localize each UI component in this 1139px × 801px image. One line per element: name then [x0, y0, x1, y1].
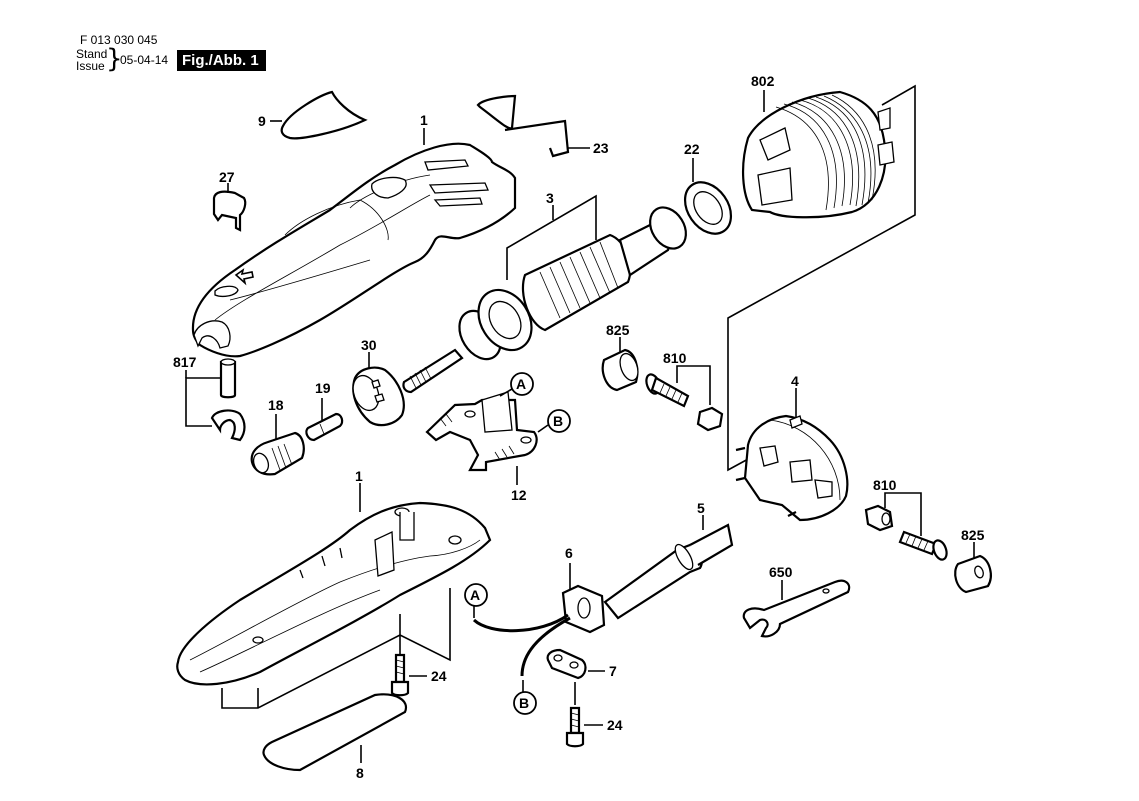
- part-7-cord-clamp[interactable]: [546, 648, 587, 680]
- part-19-collet[interactable]: [305, 412, 344, 442]
- label-9: 9: [258, 113, 266, 129]
- leader-810-a: [676, 365, 711, 405]
- issue-date: 05-04-14: [120, 53, 169, 67]
- label-12: 12: [511, 487, 527, 503]
- label-18: 18: [268, 397, 284, 413]
- leader-810-b: [884, 492, 922, 536]
- assembly-bracket-lower-housing: [221, 588, 451, 709]
- part-30-cap[interactable]: [349, 366, 405, 427]
- leader-3: [506, 194, 597, 280]
- part-1-lower-housing[interactable]: [176, 501, 492, 686]
- part-24-screw-a[interactable]: [390, 653, 410, 697]
- label-23: 23: [593, 140, 609, 156]
- part-810-nut-b[interactable]: [864, 504, 894, 532]
- label-825-b: 825: [961, 527, 985, 543]
- connector-b-brush[interactable]: B: [547, 409, 571, 433]
- issue-label: Issue: [76, 59, 105, 73]
- connector-b-cable-letter: B: [519, 695, 529, 711]
- label-6: 6: [565, 545, 573, 561]
- wire-b: [520, 616, 571, 677]
- label-27: 27: [219, 169, 235, 185]
- wire-a: [472, 613, 569, 633]
- part-817-retaining-clip[interactable]: [210, 409, 246, 442]
- part-27-clip[interactable]: [212, 190, 247, 232]
- part-825-sleeve-b[interactable]: [954, 554, 992, 594]
- stand-label: Stand: [76, 47, 108, 61]
- label-3: 3: [546, 190, 554, 206]
- part-4-end-cap[interactable]: [735, 414, 849, 522]
- label-1-top: 1: [420, 112, 428, 128]
- connector-b-brush-letter: B: [553, 413, 563, 429]
- label-24-a: 24: [431, 668, 447, 684]
- leader-connector-a-brush: [499, 388, 513, 397]
- label-4: 4: [791, 373, 799, 389]
- label-802: 802: [751, 73, 775, 89]
- part-810-nut-a[interactable]: [696, 406, 724, 432]
- label-24-b: 24: [607, 717, 623, 733]
- part-9-grip-insert[interactable]: [280, 90, 368, 140]
- figure-label: Fig./Abb. 1: [177, 50, 266, 71]
- part-22-bearing-ring[interactable]: [676, 174, 741, 243]
- assembly-bracket-802: [727, 84, 916, 472]
- label-1-bottom: 1: [355, 468, 363, 484]
- label-817: 817: [173, 354, 197, 370]
- label-22: 22: [684, 141, 700, 157]
- label-810-a: 810: [663, 350, 687, 366]
- connector-b-cable[interactable]: B: [513, 691, 537, 715]
- label-30: 30: [361, 337, 377, 353]
- part-24-screw-b[interactable]: [565, 706, 585, 748]
- brace-glyph: }: [106, 44, 123, 74]
- part-8-cover-plate[interactable]: [262, 693, 408, 772]
- part-817-locking-pin[interactable]: [219, 358, 237, 399]
- part-5-power-cord[interactable]: [603, 523, 734, 620]
- label-810-b: 810: [873, 477, 897, 493]
- part-1-upper-housing[interactable]: [191, 142, 517, 358]
- label-5: 5: [697, 500, 705, 516]
- connector-a-cable-letter: A: [470, 587, 480, 603]
- document-number: F 013 030 045: [80, 33, 158, 47]
- label-650: 650: [769, 564, 793, 580]
- part-23-spring-clip[interactable]: [476, 94, 570, 158]
- part-810-screw-a[interactable]: [644, 373, 690, 408]
- leader-connector-b-brush: [537, 424, 549, 433]
- connector-a-brush[interactable]: A: [510, 372, 534, 396]
- part-6-grommet[interactable]: [561, 584, 606, 634]
- connector-a-cable[interactable]: A: [464, 583, 488, 607]
- part-12-brush-holder[interactable]: [427, 392, 538, 472]
- part-802-field-coil[interactable]: [741, 90, 895, 219]
- connector-a-brush-letter: A: [516, 376, 526, 392]
- part-3-armature[interactable]: [402, 201, 693, 394]
- part-825-sleeve-a[interactable]: [601, 348, 642, 392]
- leader-817: [185, 377, 220, 427]
- label-7: 7: [609, 663, 617, 679]
- part-18-sleeve[interactable]: [250, 431, 305, 476]
- label-825-a: 825: [606, 322, 630, 338]
- label-8: 8: [356, 765, 364, 781]
- part-650-wrench[interactable]: [742, 579, 851, 638]
- part-810-screw-b[interactable]: [898, 530, 949, 561]
- label-19: 19: [315, 380, 331, 396]
